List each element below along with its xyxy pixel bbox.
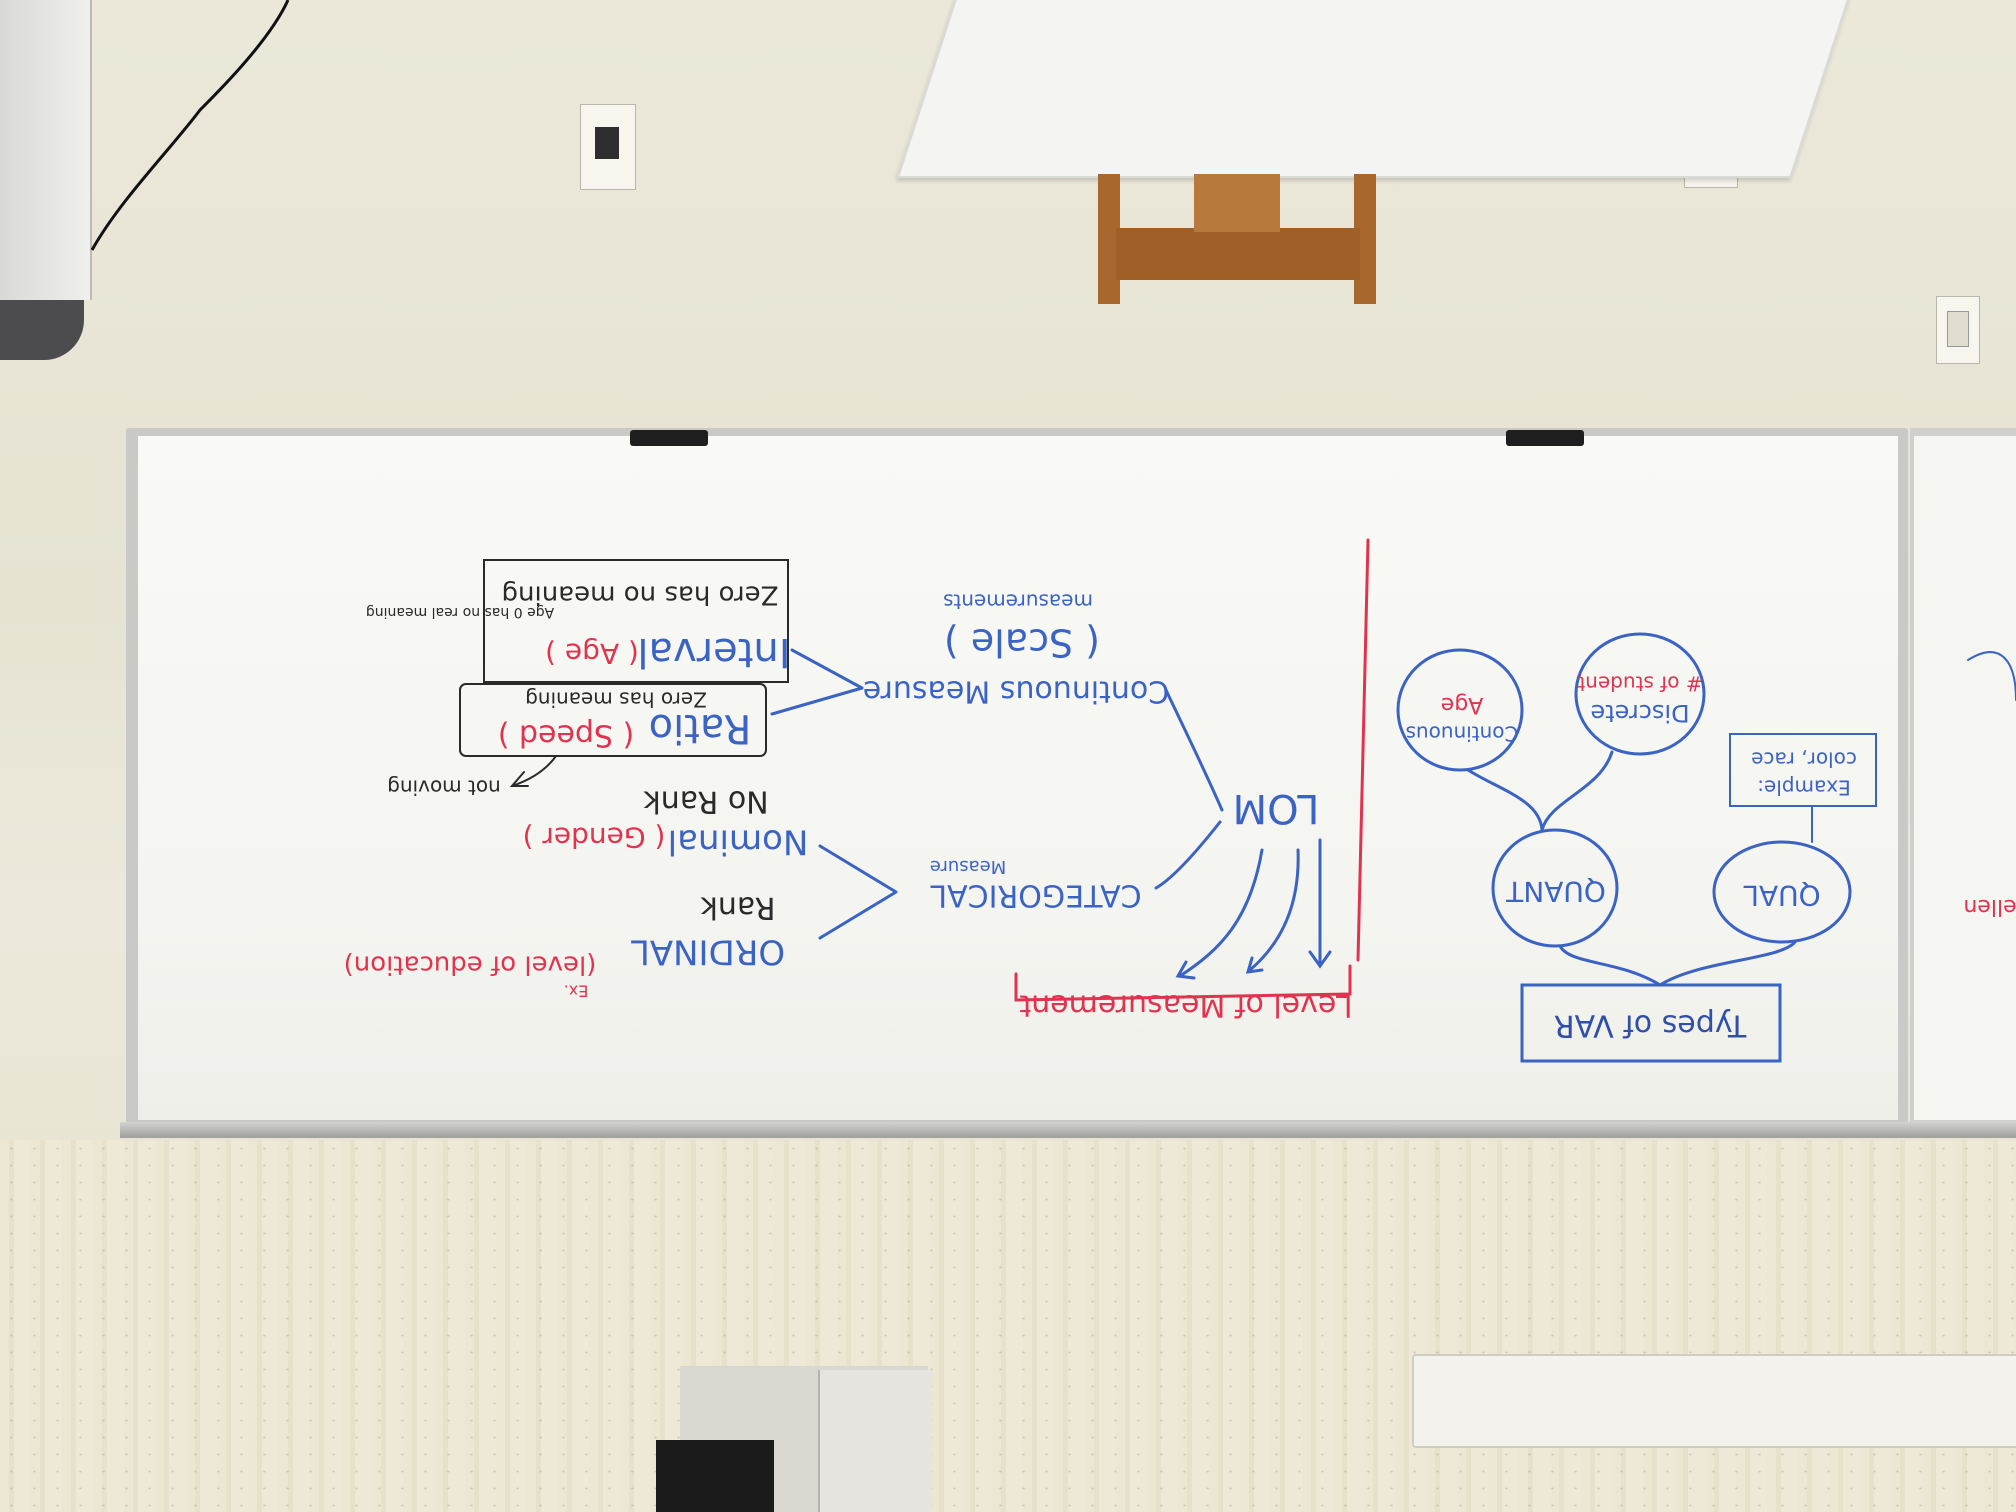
power-outlet <box>1936 296 1980 364</box>
branch-lines <box>818 844 898 940</box>
types-of-var-box <box>1520 983 1782 1063</box>
scale-label: ( Scale ) <box>944 621 1100 665</box>
connector <box>1466 768 1544 832</box>
whiteboard-surface <box>138 436 1898 1120</box>
partial-ellen-label: ellen <box>1963 894 2016 919</box>
branch-lines <box>770 648 864 716</box>
note-arrow <box>511 755 557 787</box>
example-box <box>1729 733 1877 807</box>
continuous-label: Continuous <box>1406 722 1519 746</box>
age-paren-label: ( Age ) <box>545 637 639 670</box>
level-of-measurement-label: Level of Measurement <box>1019 988 1352 1023</box>
ratio-label: Ratio <box>649 705 752 751</box>
connector <box>1154 820 1222 890</box>
connector <box>1658 940 1797 987</box>
age-label: Age <box>1441 692 1484 717</box>
discrete-label: Discrete <box>1590 699 1689 727</box>
speed-label: ( Speed ) <box>498 718 635 753</box>
zero-has-meaning-label: Zero has meaning <box>525 688 707 712</box>
interval-label: Interval <box>637 629 790 675</box>
color-race-label: color, race <box>1751 748 1857 772</box>
qual-node <box>1712 840 1852 944</box>
nominal-label: Nominal <box>668 822 809 862</box>
rank-label: Rank <box>700 890 776 925</box>
arrow-head <box>509 771 529 787</box>
door-panel-right <box>818 1370 932 1512</box>
wall-texture <box>0 1140 2016 1512</box>
example-label: Example: <box>1757 776 1851 800</box>
marker-tray <box>120 1122 2016 1138</box>
num-student-label: # of student <box>1577 672 1702 696</box>
connector <box>1558 944 1662 987</box>
level-of-education-label: (level of education) <box>344 950 597 980</box>
types-of-var-label: Types of VAR <box>1554 1008 1748 1043</box>
board-clip <box>630 430 708 446</box>
wall-heater <box>1412 1354 2016 1448</box>
arrow-head <box>1308 950 1332 969</box>
continuous-measure-label: Continuous Measure <box>863 674 1169 709</box>
quant-label: QUANT <box>1505 875 1606 908</box>
discrete-node <box>1574 632 1706 756</box>
divider-line <box>1356 538 1370 962</box>
speaker <box>656 1440 774 1512</box>
categorical-label: CATEGORICAL <box>930 878 1141 913</box>
arrow <box>1178 848 1264 978</box>
projector-lens <box>0 300 84 360</box>
measure-small-label: Measure <box>930 856 1007 877</box>
ex-label: Ex. <box>564 982 589 1001</box>
lower-wall <box>0 1140 2016 1512</box>
quant-node <box>1491 828 1619 948</box>
ratio-box <box>459 683 767 757</box>
lom-label: LOM <box>1233 785 1320 831</box>
wooden-stand <box>1098 174 1376 304</box>
level-underline <box>1014 964 1352 1002</box>
partial-circle <box>1967 651 2016 701</box>
projector-body <box>0 0 92 300</box>
arrow <box>1248 848 1300 972</box>
projector-cable <box>90 0 290 251</box>
ordinal-label: ORDINAL <box>631 932 785 972</box>
board-clip <box>1506 430 1584 446</box>
continuous-node <box>1396 648 1524 772</box>
age-zero-note-label: Age 0 has no real meaning <box>366 604 554 620</box>
qual-label: QUAL <box>1743 879 1821 912</box>
connector <box>1540 750 1614 832</box>
gender-label: ( Gender ) <box>523 821 666 854</box>
not-moving-label: not moving <box>387 776 501 800</box>
connector <box>1164 688 1224 812</box>
arrow-head <box>1175 960 1196 980</box>
adjacent-board-surface <box>1914 436 2016 1120</box>
arrow-head <box>1245 956 1264 974</box>
wall-outlet-left <box>580 104 636 190</box>
no-rank-label: No Rank <box>643 784 769 819</box>
zero-no-meaning-label: Zero has no meaning <box>502 580 779 610</box>
interval-box <box>483 559 789 683</box>
measurements-label: measurements <box>943 590 1093 614</box>
